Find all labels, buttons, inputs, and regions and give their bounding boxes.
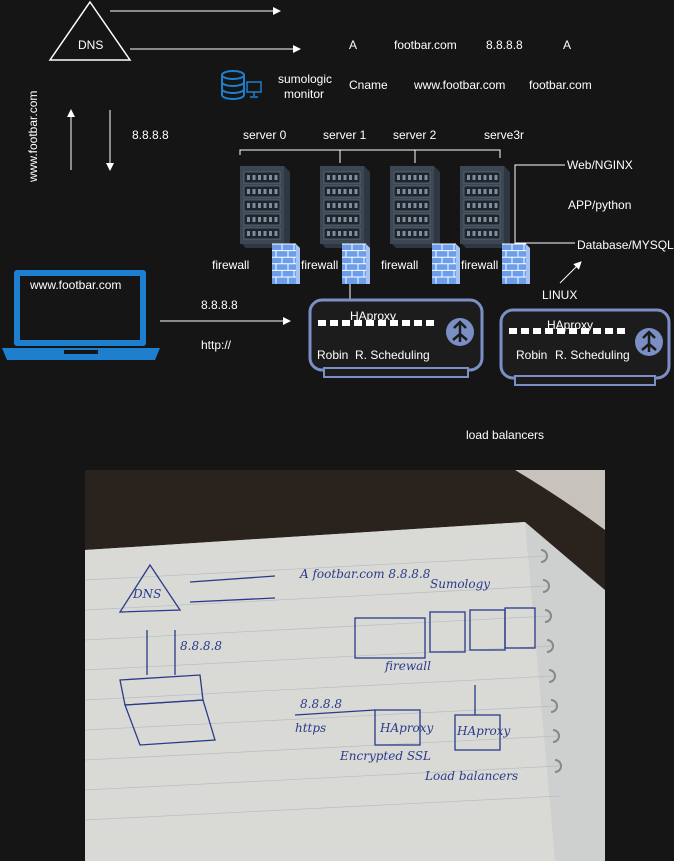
monitor-label-2: monitor <box>284 87 325 101</box>
sketch-sumology-text: Sumology <box>430 577 490 591</box>
stack-bracket <box>514 164 575 244</box>
record-www-domain: www.footbar.com <box>414 78 506 92</box>
lb-2-name: HAproxy <box>547 318 594 332</box>
lb-1-algo-right: R. Scheduling <box>355 348 430 362</box>
server-rack-icon-3 <box>460 166 510 248</box>
record-type-a: A <box>349 38 358 52</box>
dns-label: DNS <box>78 38 104 52</box>
dns-ip-label: 8.8.8.8 <box>132 128 169 142</box>
sketch-lb-text: Load balancers <box>424 769 518 783</box>
sketch-firewall-text: firewall <box>384 659 431 673</box>
firewall-label-2: firewall <box>381 258 419 272</box>
sketch-https-text: https <box>295 721 326 735</box>
stack-os: LINUX <box>542 288 578 302</box>
record-domain: footbar.com <box>394 38 457 52</box>
stack-app: APP/python <box>568 198 632 212</box>
firewall-label-1: firewall <box>301 258 339 272</box>
lb-caption: load balancers <box>466 428 545 442</box>
notebook-sketch-image: DNS A footbar.com 8.8.8.8 8.8.8.8 Sumolo… <box>85 470 605 861</box>
server-3-label: serve3r <box>484 128 525 142</box>
monitor-label-1: sumologic <box>278 72 333 86</box>
firewall-icon-1 <box>342 243 370 284</box>
load-balancer-1 <box>308 298 484 378</box>
firewall-icon-3 <box>502 243 530 284</box>
lb-2-algo-left: Robin <box>516 348 548 362</box>
server-2-label: server 2 <box>393 128 437 142</box>
firewall-label-3: firewall <box>461 258 499 272</box>
linux-arrow <box>559 261 582 284</box>
notebook-photo: DNS A footbar.com 8.8.8.8 8.8.8.8 Sumolo… <box>85 470 605 861</box>
client-protocol: http:// <box>201 338 232 352</box>
sketch-haproxy-2: HAproxy <box>456 724 511 738</box>
firewall-icon-0 <box>272 243 300 284</box>
sketch-ip2-text: 8.8.8.8 <box>300 697 342 711</box>
client-ip: 8.8.8.8 <box>201 298 238 312</box>
server-0-label: server 0 <box>243 128 287 142</box>
server-rack-icon-0 <box>240 166 290 248</box>
sketch-ip-text: 8.8.8.8 <box>180 639 222 653</box>
database-monitor-icon <box>221 70 262 100</box>
sketch-haproxy-1: HAproxy <box>379 721 434 735</box>
lb-2-algo-right: R. Scheduling <box>555 348 630 362</box>
sketch-record-text: A footbar.com 8.8.8.8 <box>299 567 431 581</box>
server-rack-icon-1 <box>320 166 370 248</box>
vertical-domain-label: www.footbar.com <box>26 90 40 182</box>
lb-1-algo-left: Robin <box>317 348 349 362</box>
load-balancer-2 <box>499 308 671 386</box>
firewall-label-0: firewall <box>212 258 250 272</box>
server-rack-icon-2 <box>390 166 440 248</box>
server-1-label: server 1 <box>323 128 367 142</box>
stack-web: Web/NGINX <box>567 158 633 172</box>
record-cname: Cname <box>349 78 388 92</box>
record-target: footbar.com <box>529 78 592 92</box>
firewall-icon-2 <box>432 243 460 284</box>
stack-db: Database/MYSQL <box>577 238 674 252</box>
dns-triangle <box>48 0 132 61</box>
record-ip: 8.8.8.8 <box>486 38 523 52</box>
sketch-ssl-text: Encrypted SSL <box>339 749 431 763</box>
server-bus <box>239 149 501 158</box>
lb-1-name: HAproxy <box>350 309 397 323</box>
sketch-dns-text: DNS <box>132 587 161 601</box>
record-type-a-2: A <box>563 38 572 52</box>
laptop-screen-text: www.footbar.com <box>30 278 122 292</box>
laptop-icon <box>2 270 160 360</box>
